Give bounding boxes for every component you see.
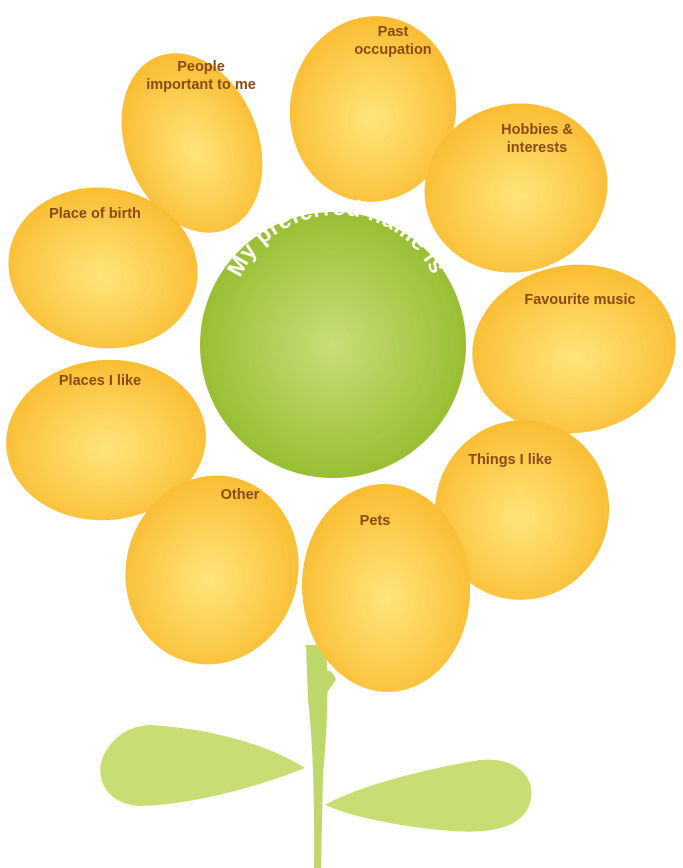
flower-center <box>200 212 466 478</box>
petal-things-i-like <box>434 420 610 600</box>
petal-label-favourite-music: Favourite music <box>524 292 636 308</box>
petal-other <box>125 475 299 665</box>
left-leaf <box>100 725 305 806</box>
petal-label-other: Other <box>220 487 260 503</box>
petal-label-place-of-birth: Place of birth <box>49 206 141 222</box>
petal-label-hobbies-interests: Hobbies & interests <box>501 122 573 156</box>
petal-favourite-music <box>472 264 676 434</box>
petal-label-things-i-like: Things I like <box>468 452 552 468</box>
petal-people-important <box>121 53 263 233</box>
petal-label-pets: Pets <box>359 513 391 529</box>
petal-past-occupation <box>289 16 457 202</box>
petal-places-i-like <box>6 359 206 521</box>
petal-label-people-important: People important to me <box>146 59 256 93</box>
petal-label-places-i-like: Places I like <box>58 373 142 389</box>
petal-place-of-birth <box>8 187 198 349</box>
petal-pets <box>301 484 471 692</box>
petal-label-past-occupation: Past occupation <box>354 24 432 58</box>
petal-hobbies-interests <box>424 103 608 273</box>
stem-branch <box>316 670 336 705</box>
right-leaf <box>325 759 532 832</box>
